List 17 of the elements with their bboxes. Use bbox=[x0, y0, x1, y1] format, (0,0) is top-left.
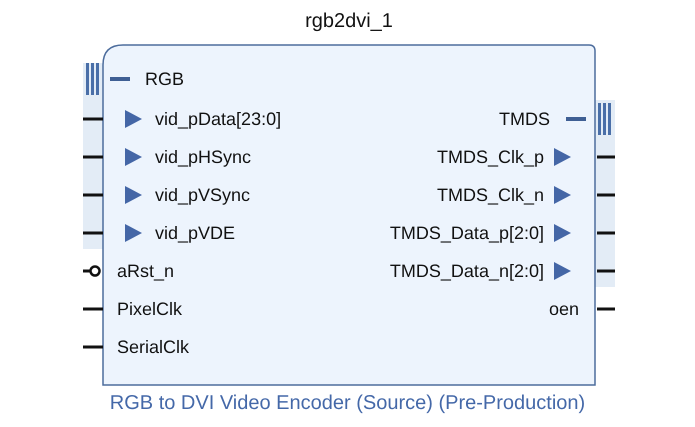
pin-label: TMDS_Data_p[2:0] bbox=[390, 222, 544, 244]
pin-label: vid_pVSync bbox=[155, 184, 250, 206]
pin-label: vid_pVDE bbox=[155, 222, 236, 244]
ip-block bbox=[102, 44, 596, 386]
pin-label: TMDS bbox=[499, 108, 550, 130]
pin-label: SerialClk bbox=[117, 336, 190, 358]
pin-label: TMDS_Data_n[2:0] bbox=[390, 260, 544, 282]
pin-label: PixelClk bbox=[117, 298, 182, 320]
pin-label: vid_pHSync bbox=[155, 146, 252, 168]
block-title: rgb2dvi_1 bbox=[304, 10, 394, 32]
pin-label: TMDS_Clk_p bbox=[436, 146, 544, 168]
pin-label: vid_pData[23:0] bbox=[155, 108, 282, 130]
pin-label: aRst_n bbox=[117, 260, 174, 282]
pin-label: oen bbox=[548, 298, 579, 320]
caption: RGB to DVI Video Encoder (Source) (Pre-Production) bbox=[108, 391, 586, 416]
pin-label: RGB bbox=[145, 68, 184, 90]
pin-label: TMDS_Clk_n bbox=[436, 184, 544, 206]
